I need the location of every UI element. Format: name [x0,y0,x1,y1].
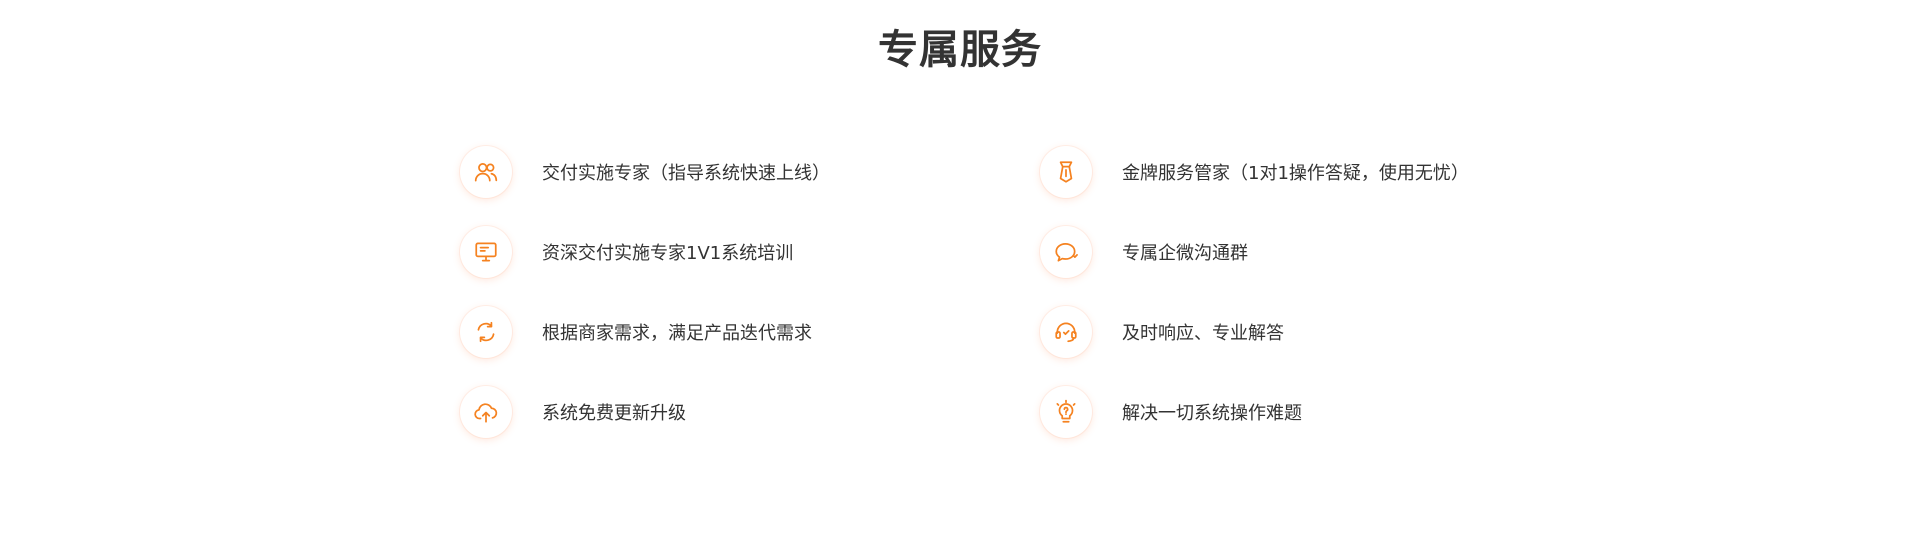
service-item-label: 交付实施专家（指导系统快速上线） [542,163,830,184]
refresh-icon [460,306,512,358]
lightbulb-icon [1040,386,1092,438]
service-list-right: 金牌服务管家（1对1操作答疑，使用无忧） 专属企微沟通群 [1040,146,1560,466]
service-item-label: 根据商家需求，满足产品迭代需求 [542,323,812,344]
service-item-label: 解决一切系统操作难题 [1122,403,1302,424]
service-item-wecom-group[interactable]: 专属企微沟通群 [1040,226,1560,278]
service-item-label: 专属企微沟通群 [1122,243,1248,264]
cloud-upload-icon [460,386,512,438]
monitor-icon [460,226,512,278]
service-item-label: 资深交付实施专家1V1系统培训 [542,243,794,264]
users-icon [460,146,512,198]
chat-bubble-icon [1040,226,1092,278]
service-item-label: 金牌服务管家（1对1操作答疑，使用无忧） [1122,163,1469,184]
service-item-fast-response[interactable]: 及时响应、专业解答 [1040,306,1560,358]
service-item-delivery-expert[interactable]: 交付实施专家（指导系统快速上线） [460,146,980,198]
service-item-problem-solving[interactable]: 解决一切系统操作难题 [1040,386,1560,438]
service-item-iteration[interactable]: 根据商家需求，满足产品迭代需求 [460,306,980,358]
service-list-left: 交付实施专家（指导系统快速上线） 资深交付实施专家1V1系统培训 [460,146,980,466]
service-item-training[interactable]: 资深交付实施专家1V1系统培训 [460,226,980,278]
service-item-gold-butler[interactable]: 金牌服务管家（1对1操作答疑，使用无忧） [1040,146,1560,198]
service-item-free-upgrade[interactable]: 系统免费更新升级 [460,386,980,438]
butler-tie-icon [1040,146,1092,198]
service-item-label: 系统免费更新升级 [542,403,686,424]
service-item-label: 及时响应、专业解答 [1122,323,1284,344]
headset-icon [1040,306,1092,358]
section-title: 专属服务 [878,27,1042,73]
